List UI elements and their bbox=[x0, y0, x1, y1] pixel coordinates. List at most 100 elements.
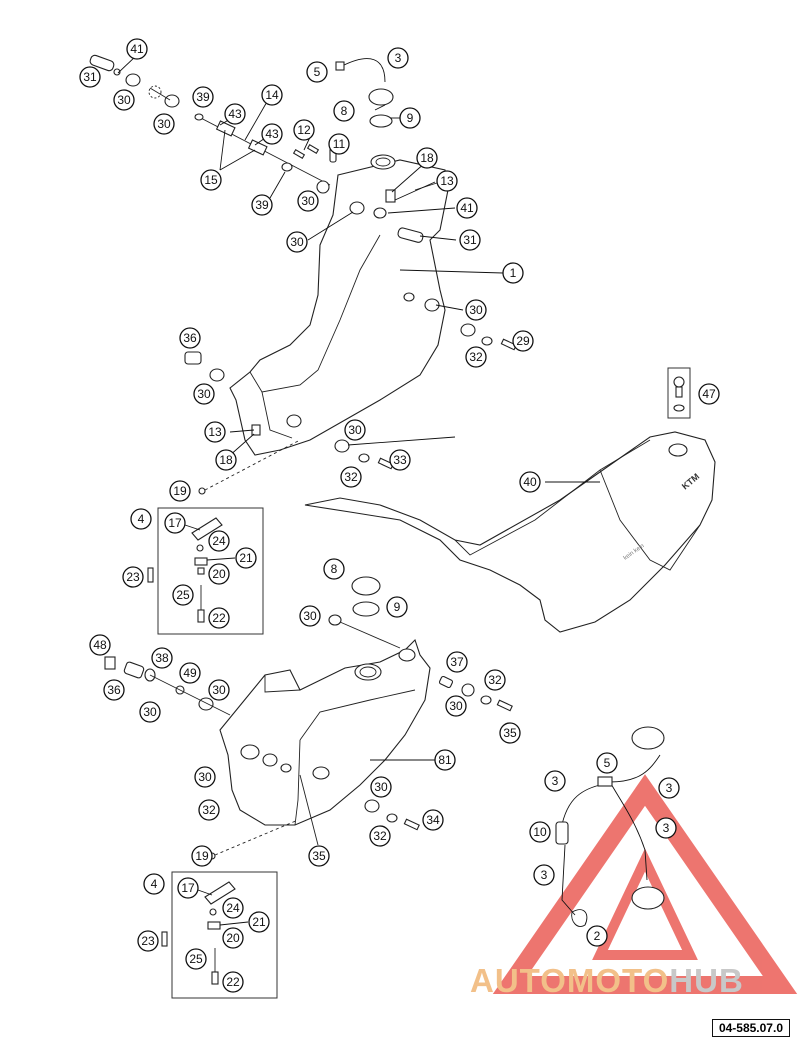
callout-49: 49 bbox=[179, 662, 201, 684]
callout-47: 47 bbox=[698, 383, 720, 405]
callout-43: 43 bbox=[224, 103, 246, 125]
svg-text:31: 31 bbox=[463, 233, 477, 247]
watermark-triangle-logo bbox=[492, 774, 798, 994]
svg-text:30: 30 bbox=[449, 699, 463, 713]
svg-text:81: 81 bbox=[438, 753, 452, 767]
svg-text:5: 5 bbox=[314, 65, 321, 79]
callout-31: 31 bbox=[459, 229, 481, 251]
svg-text:34: 34 bbox=[426, 813, 440, 827]
svg-text:36: 36 bbox=[183, 331, 197, 345]
callout-25: 25 bbox=[185, 948, 207, 970]
callout-5: 5 bbox=[596, 752, 618, 774]
svg-text:2: 2 bbox=[594, 929, 601, 943]
callout-33: 33 bbox=[389, 449, 411, 471]
svg-text:32: 32 bbox=[488, 673, 502, 687]
svg-text:39: 39 bbox=[196, 90, 210, 104]
svg-text:19: 19 bbox=[195, 849, 209, 863]
callout-30: 30 bbox=[194, 766, 216, 788]
callout-32: 32 bbox=[340, 466, 362, 488]
callout-4: 4 bbox=[130, 508, 152, 530]
svg-text:21: 21 bbox=[252, 915, 266, 929]
callout-18: 18 bbox=[215, 449, 237, 471]
callout-30: 30 bbox=[153, 113, 175, 135]
callout-39: 39 bbox=[251, 194, 273, 216]
svg-text:37: 37 bbox=[450, 655, 464, 669]
callout-5: 5 bbox=[306, 61, 328, 83]
callout-30: 30 bbox=[299, 605, 321, 627]
callout-40: 40 bbox=[519, 471, 541, 493]
svg-text:14: 14 bbox=[265, 88, 279, 102]
callout-21: 21 bbox=[235, 547, 257, 569]
callout-41: 41 bbox=[126, 38, 148, 60]
callout-23: 23 bbox=[137, 930, 159, 952]
leader-lines bbox=[117, 54, 600, 926]
svg-text:36: 36 bbox=[107, 683, 121, 697]
fuel-tank-upper bbox=[229, 154, 449, 456]
callout-34: 34 bbox=[422, 809, 444, 831]
svg-text:18: 18 bbox=[420, 151, 434, 165]
svg-text:10: 10 bbox=[533, 825, 547, 839]
svg-text:41: 41 bbox=[460, 201, 474, 215]
fuel-tap-box-upper bbox=[157, 507, 264, 635]
callout-19: 19 bbox=[191, 845, 213, 867]
callout-32: 32 bbox=[369, 825, 391, 847]
callout-13: 13 bbox=[204, 421, 226, 443]
callout-39: 39 bbox=[192, 86, 214, 108]
callout-21: 21 bbox=[248, 911, 270, 933]
document-code: 04-585.07.0 bbox=[711, 1019, 790, 1037]
callout-41: 41 bbox=[456, 197, 478, 219]
svg-text:30: 30 bbox=[117, 93, 131, 107]
svg-text:5: 5 bbox=[604, 756, 611, 770]
svg-text:17: 17 bbox=[168, 516, 182, 530]
callout-9: 9 bbox=[399, 107, 421, 129]
callout-18: 18 bbox=[416, 147, 438, 169]
svg-text:24: 24 bbox=[226, 901, 240, 915]
svg-text:3: 3 bbox=[666, 781, 673, 795]
svg-text:18: 18 bbox=[219, 453, 233, 467]
callout-30: 30 bbox=[445, 695, 467, 717]
svg-text:30: 30 bbox=[157, 117, 171, 131]
svg-text:20: 20 bbox=[226, 931, 240, 945]
svg-text:30: 30 bbox=[143, 705, 157, 719]
callout-30: 30 bbox=[344, 419, 366, 441]
svg-text:4: 4 bbox=[151, 877, 158, 891]
svg-text:43: 43 bbox=[265, 127, 279, 141]
callout-3: 3 bbox=[544, 770, 566, 792]
callout-24: 24 bbox=[208, 530, 230, 552]
callout-19: 19 bbox=[169, 480, 191, 502]
svg-text:30: 30 bbox=[198, 770, 212, 784]
callout-25: 25 bbox=[172, 584, 194, 606]
callout-37: 37 bbox=[446, 651, 468, 673]
svg-text:39: 39 bbox=[255, 198, 269, 212]
svg-text:30: 30 bbox=[303, 609, 317, 623]
svg-text:3: 3 bbox=[663, 821, 670, 835]
svg-text:30: 30 bbox=[290, 235, 304, 249]
callout-3: 3 bbox=[658, 777, 680, 799]
callout-36: 36 bbox=[179, 327, 201, 349]
fuel-tank-lower bbox=[219, 638, 431, 826]
watermark-text-part1: AUTOMOTO bbox=[470, 962, 670, 999]
svg-text:25: 25 bbox=[176, 588, 190, 602]
callout-30: 30 bbox=[139, 701, 161, 723]
svg-text:4: 4 bbox=[138, 512, 145, 526]
callout-32: 32 bbox=[465, 346, 487, 368]
callout-30: 30 bbox=[297, 190, 319, 212]
svg-text:32: 32 bbox=[469, 350, 483, 364]
svg-text:30: 30 bbox=[374, 780, 388, 794]
callout-9: 9 bbox=[386, 596, 408, 618]
svg-text:11: 11 bbox=[333, 137, 346, 151]
callout-10: 10 bbox=[529, 821, 551, 843]
svg-text:33: 33 bbox=[393, 453, 407, 467]
callout-3: 3 bbox=[387, 47, 409, 69]
svg-text:8: 8 bbox=[331, 562, 338, 576]
svg-text:32: 32 bbox=[202, 803, 216, 817]
callout-14: 14 bbox=[261, 84, 283, 106]
callout-15: 15 bbox=[200, 169, 222, 191]
callout-1: 1 bbox=[502, 262, 524, 284]
svg-text:23: 23 bbox=[126, 570, 140, 584]
svg-text:21: 21 bbox=[239, 551, 253, 565]
svg-text:38: 38 bbox=[155, 651, 169, 665]
callout-30: 30 bbox=[286, 231, 308, 253]
svg-text:32: 32 bbox=[344, 470, 358, 484]
callout-30: 30 bbox=[370, 776, 392, 798]
